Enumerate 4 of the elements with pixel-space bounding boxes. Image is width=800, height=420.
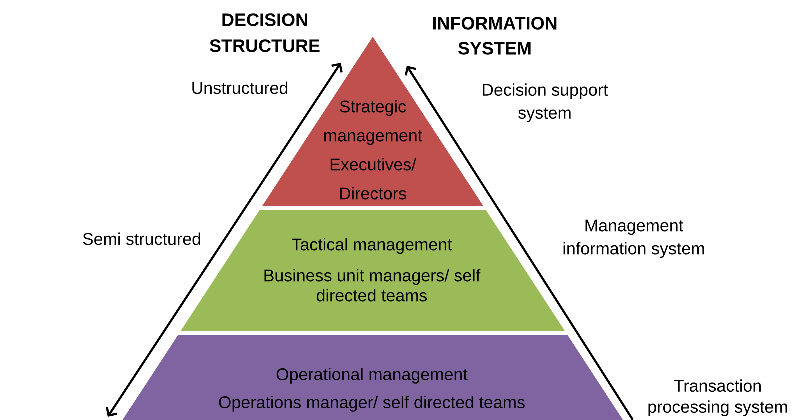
system-label: Transaction processing system xyxy=(648,380,788,416)
system-label: Decision support system xyxy=(483,84,608,122)
pyramid-tier: Operational management Operations manager/ self directed teams xyxy=(120,335,626,420)
system-label: Management information system xyxy=(564,220,704,258)
